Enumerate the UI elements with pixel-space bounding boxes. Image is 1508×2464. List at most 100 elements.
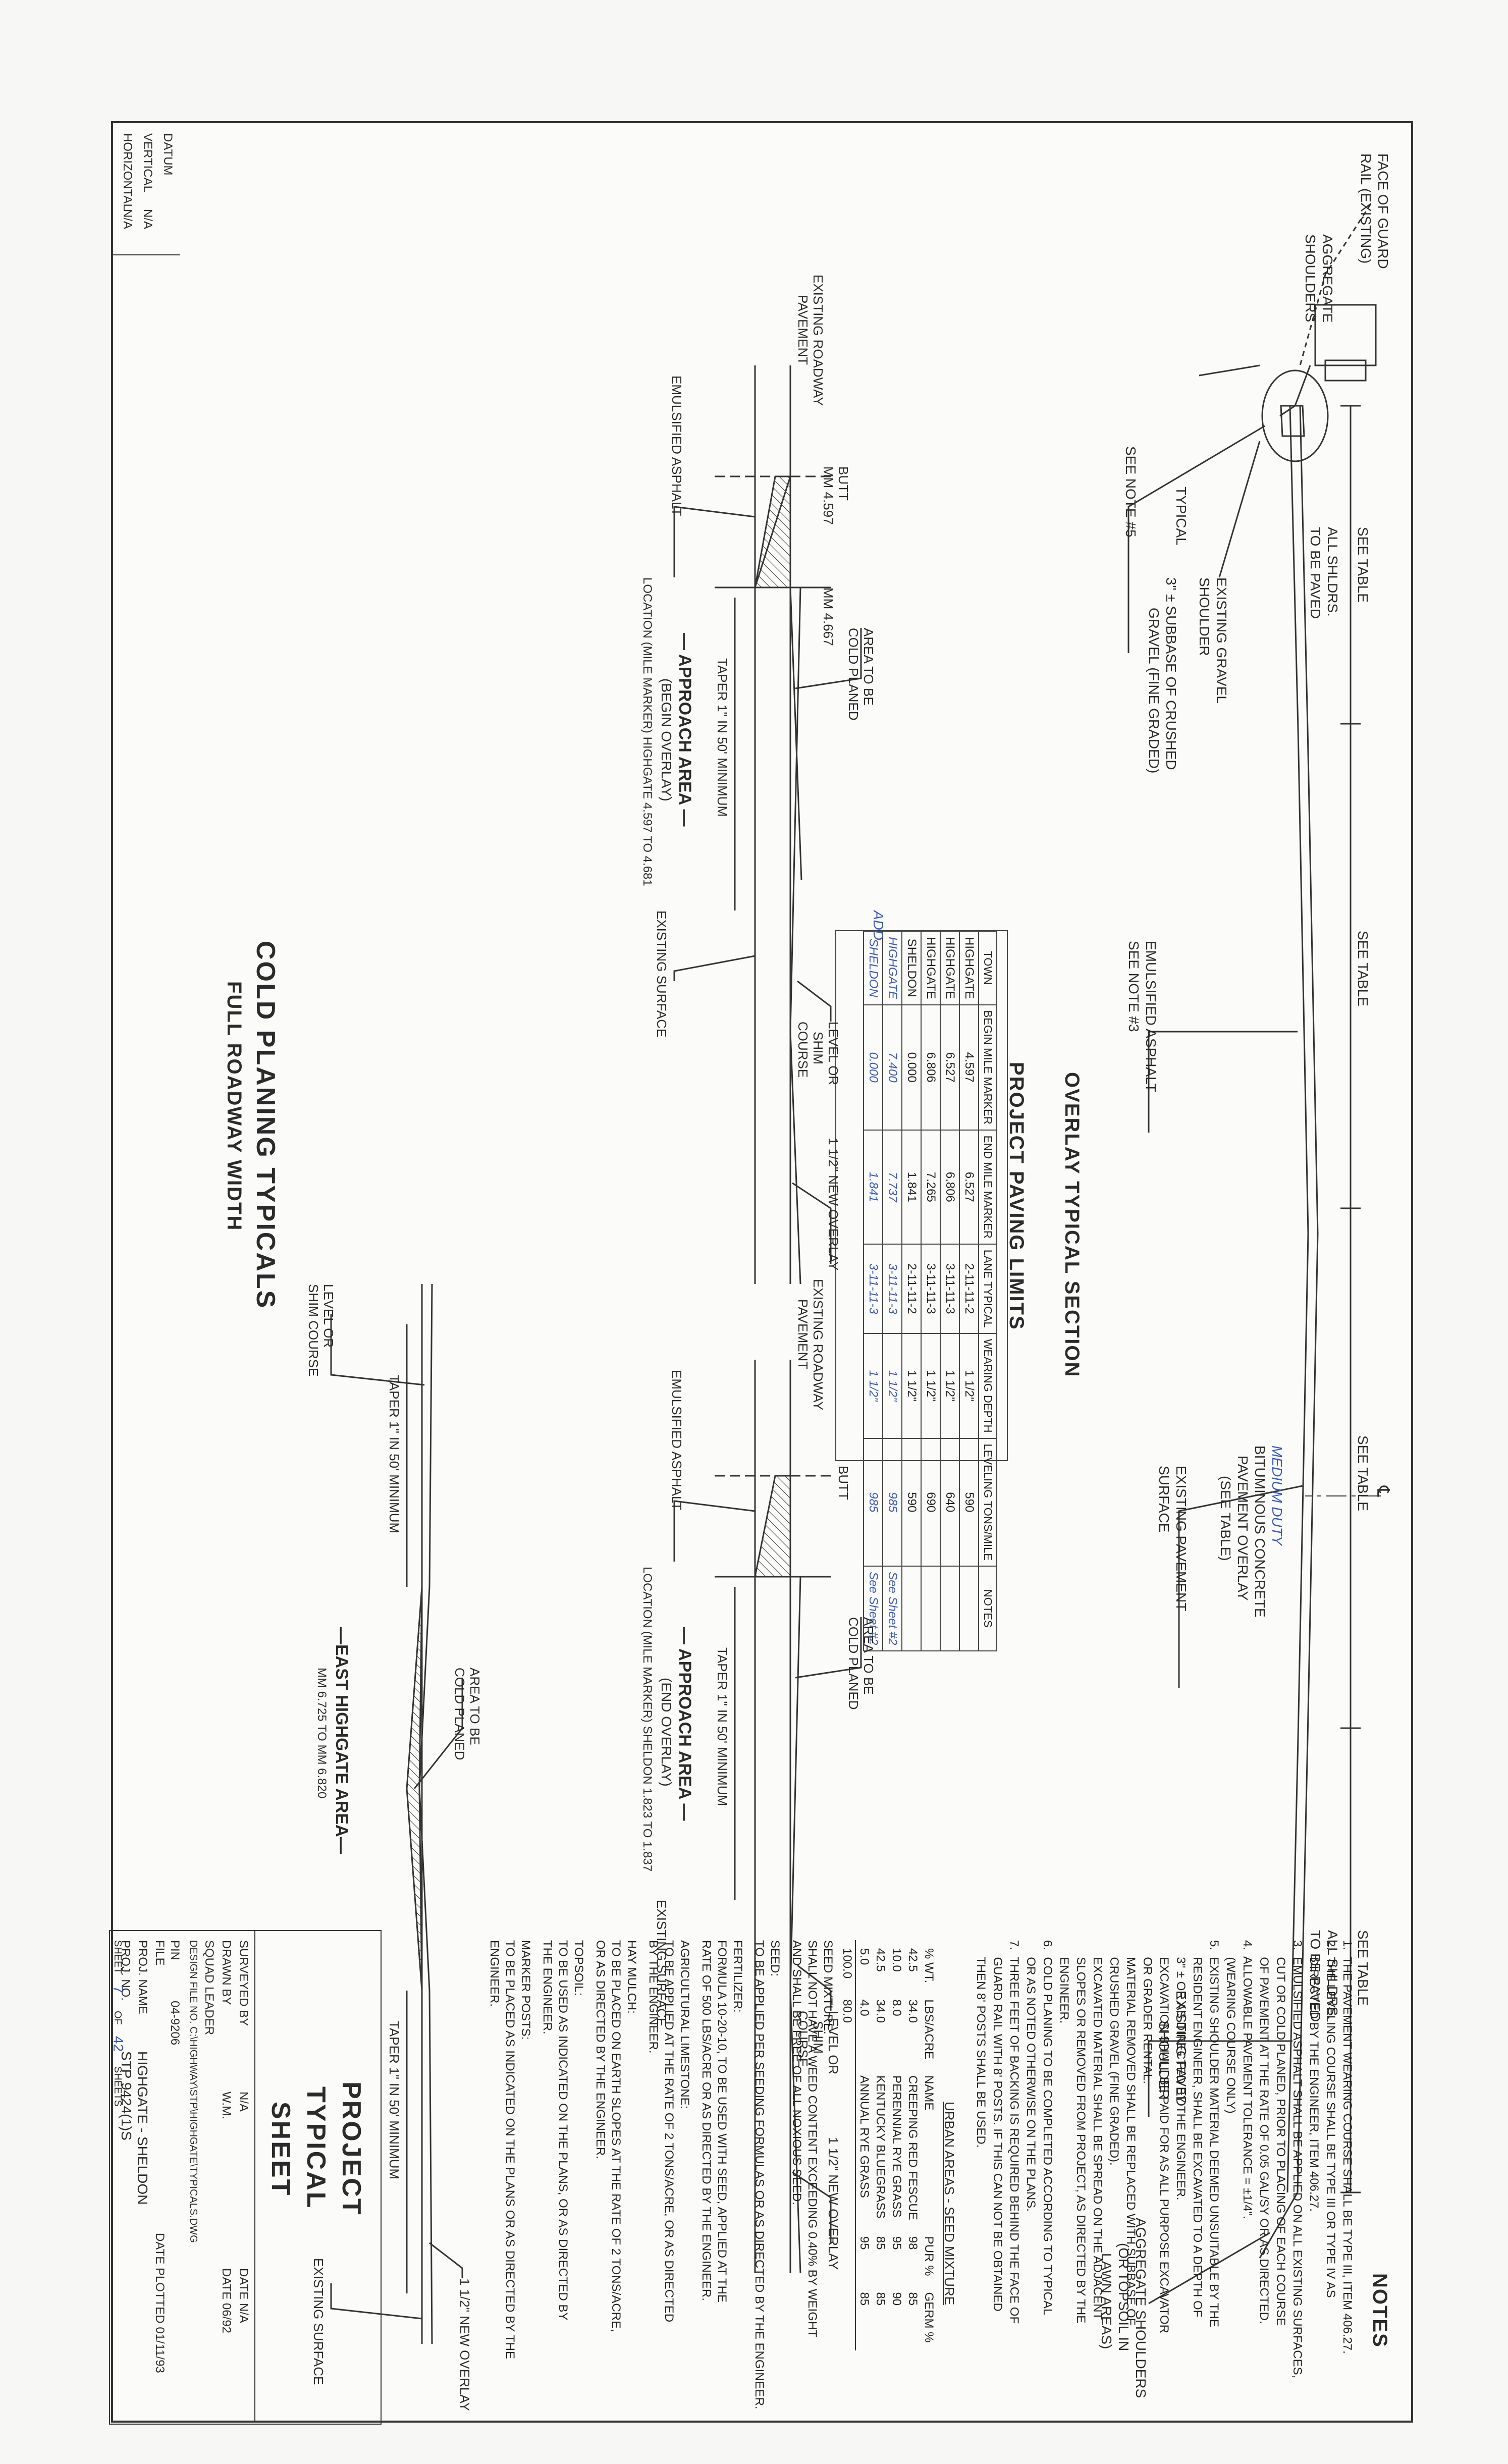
table-cell: 3-11-11-3 <box>864 1244 883 1333</box>
end-emulsified: EMULSIFIED ASPHALT <box>669 1370 684 1511</box>
note-line: 2. THE LEVELING COURSE SHALL BE TYPE III… <box>1324 1940 1337 2298</box>
begin-shim: SHIM <box>811 1032 826 1064</box>
tb-pin: PIN <box>168 1940 182 1961</box>
table-cell: 6.806 <box>921 1004 940 1130</box>
overlay-line <box>1286 405 1309 2193</box>
label-see-note5: SEE NOTE #5 <box>1123 446 1139 538</box>
notes-list: 1. THE PAVEMENT WEARING COURSE SHALL BE … <box>973 1940 1356 2415</box>
note-line: CRUSHED GRAVEL (FINE GRADED). <box>1107 1940 1121 2166</box>
seed-cell: 90 <box>890 2292 903 2306</box>
seed-header: GERM % <box>922 2292 936 2343</box>
east-shim: SHIM COURSE <box>306 1284 321 1377</box>
tb-sheets: SHEETS <box>112 2066 123 2107</box>
seed-para <box>639 1940 645 2415</box>
table-cell: 1 1/2" <box>883 1333 902 1438</box>
tb-heading3: SHEET <box>266 2102 295 2197</box>
east-taper2: TAPER 1" IN 50' MINIMUM <box>387 2021 402 2180</box>
table-cell: 985 <box>864 1438 883 1567</box>
begin-level: LEVEL OR <box>826 1022 841 1086</box>
begin-title: — APPROACH AREA — <box>675 633 694 827</box>
table-header: END MILE MARKER <box>979 1130 997 1244</box>
table-cell: 3-11-11-3 <box>921 1244 940 1333</box>
tb-proj-name: PROJ. NAME <box>136 1940 149 2014</box>
note-line: THEN 8' POSTS SHALL BE USED. <box>974 1940 988 2148</box>
label-face-guard: FACE OF GUARD <box>1375 153 1391 269</box>
east-taper1: TAPER 1" IN 50' MINIMUM <box>387 1375 402 1534</box>
seed-table: % WT. LBS/ACRE NAME PUR % GERM % 42.5 34… <box>839 1940 937 2351</box>
table-cell: 3-11-11-3 <box>940 1244 959 1333</box>
tb-design-file: DESIGN FILE NO. C:\HIGHWAY\STP\HIGHGATE\… <box>188 1940 199 2243</box>
label-shoulder: SHOULDER <box>1197 577 1212 656</box>
begin-pavement: PAVEMENT <box>795 295 811 365</box>
seed-para: MARKER POSTS: <box>519 1940 532 2040</box>
table-header: WEARING DEPTH <box>979 1333 997 1438</box>
table-cell: 7.400 <box>883 1004 902 1130</box>
seed-cell: 100.0 <box>840 1948 854 1979</box>
label-see-note3: SEE NOTE #3 <box>1126 941 1142 1032</box>
tb-file: FILE <box>153 1940 167 1966</box>
label-medium-duty: MEDIUM DUTY <box>1269 1445 1285 1545</box>
seed-para: FERTILIZER: <box>731 1940 744 2013</box>
seed-para: OR AS DIRECTED BY THE ENGINEER. <box>594 1940 607 2159</box>
note-line: 5. EXISTING SHOULDER MATERIAL DEEMED UNS… <box>1207 1940 1221 2327</box>
table-row: SHELDON 0.000 1.841 2-11-11-2 1 1/2" 590 <box>902 931 921 1651</box>
drawing-sheet: FACE OF GUARD RAIL (EXISTING) AGGREGATE … <box>109 121 1413 2425</box>
label-agg-shoulders: AGGREGATE <box>1320 234 1335 323</box>
table-cell: 6.527 <box>959 1130 979 1244</box>
tb-surveyed-val: N/A <box>237 2092 250 2112</box>
seed-para: SHALL NOT HAVE A WEED CONTENT EXCEEDING … <box>805 1940 819 2337</box>
seed-cell: CREEPING RED FESCUE <box>906 2075 920 2220</box>
cold-planing-title: COLD PLANING TYPICALS <box>251 941 280 1310</box>
note-line: CUT OR COLD PLANED, PRIOR TO PLACING OF … <box>1274 1940 1287 2326</box>
seed-para: AND SHALL BE FREE OF ALL NOXIOUS SEED. <box>790 1940 803 2206</box>
begin-existing-roadway: EXISTING ROADWAY <box>811 275 826 406</box>
tb-drawn-date: DATE 06/92 <box>220 2268 233 2333</box>
paving-limits-table: TOWN BEGIN MILE MARKER END MILE MARKER L… <box>863 931 997 1651</box>
note-line: 3" ± OR AS DIRECTED BY THE ENGINEER. <box>1174 1940 1188 2201</box>
seed-para <box>533 1940 540 2415</box>
seed-cell: 42.5 <box>874 1948 887 1972</box>
east-level: LEVEL OR <box>321 1284 336 1348</box>
table-cell: 1 1/2" <box>921 1333 940 1438</box>
tb-of: OF <box>112 2011 123 2025</box>
seed-cell: 5.0 <box>857 1948 871 1965</box>
label-see-table-paren: (SEE TABLE) <box>1218 1476 1233 1561</box>
table-cell: 0.000 <box>902 1004 921 1130</box>
begin-cold-planed: COLD PLANED <box>846 628 861 721</box>
datum-label: DATUM <box>161 133 175 176</box>
note-line: EXCAVATION SHALL BE PAID FOR AS ALL PURP… <box>1157 1940 1171 2333</box>
tb-drawn-val: W.M. <box>220 2092 233 2119</box>
note-line: 3. EMULSIFIED ASPHALT SHALL BE APPLIED O… <box>1290 1940 1304 2379</box>
table-cell: 7.265 <box>921 1130 940 1244</box>
table-header: TOWN <box>979 931 997 1005</box>
guard-rail-blockout <box>1314 304 1377 366</box>
east-area-cold: AREA TO BE <box>467 1668 482 1745</box>
tb-surveyed-date: DATE N/A <box>237 2268 250 2323</box>
table-row: 42.5 34.0 KENTUCKY BLUEGRASS 85 85 <box>872 1940 888 2350</box>
note-line: EXCAVATED MATERIAL SHALL BE SPREAD ON TH… <box>1091 1940 1104 2320</box>
datum-horizontal-val: N/A <box>121 209 134 230</box>
table-cell: 985 <box>883 1438 902 1567</box>
table-cell: 1.841 <box>902 1130 921 1244</box>
table-row: HIGHGATE 4.597 6.527 2-11-11-2 1 1/2" 59… <box>959 931 979 1651</box>
tb-sheet-val: 7 <box>111 1986 126 1994</box>
seed-para: TO BE PLACED ON EARTH SLOPES AT THE RATE… <box>609 1940 623 2332</box>
east-mm: MM 6.725 TO MM 6.820 <box>315 1668 329 1799</box>
seed-cell: 85 <box>906 2292 920 2306</box>
note-line: OR AS NOTED OTHERWISE ON THE PLANS. <box>1024 1940 1038 2212</box>
seed-cell: 34.0 <box>906 1999 920 2023</box>
table-row: HIGHGATE 6.806 7.265 3-11-11-3 1 1/2" 69… <box>921 931 940 1651</box>
label-see-table-1: SEE TABLE <box>1355 527 1371 603</box>
table-cell <box>921 1566 940 1651</box>
table-cell: 690 <box>921 1438 940 1567</box>
seed-cell: 85 <box>874 2292 887 2306</box>
end-existing-roadway: EXISTING ROADWAY <box>811 1279 826 1411</box>
end-hatch <box>754 1475 791 1578</box>
label-emulsified: EMULSIFIED ASPHALT <box>1143 941 1159 1092</box>
datum-horizontal: HORIZONTAL <box>121 133 134 210</box>
note-line: SLOPES OR REMOVED FROM PROJECT, AS DIREC… <box>1074 1940 1088 2324</box>
seed-para: TO BE APPLIED PER SEEDING FORMULAS OR AS… <box>752 1940 766 2409</box>
table-cell: 1 1/2" <box>864 1333 883 1438</box>
begin-hatch <box>754 475 791 588</box>
table-cell: 0.000 <box>864 1004 883 1130</box>
